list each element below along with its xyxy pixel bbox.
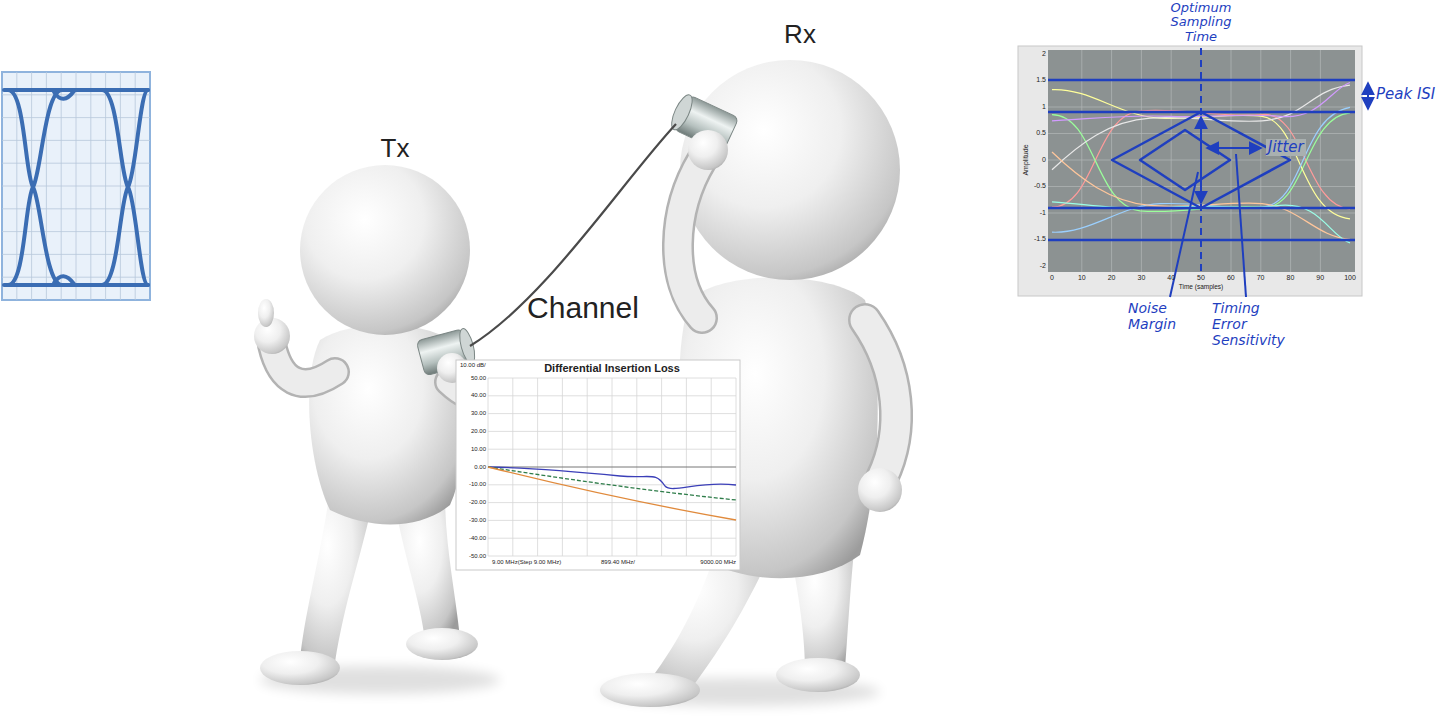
axis-tick-label: 40.00 <box>471 392 486 399</box>
axis-tick-label: 100 <box>1344 274 1356 282</box>
axis-label: 9000.00 MHz <box>700 559 736 566</box>
axis-tick-label: 1 <box>1042 103 1046 111</box>
phone-string <box>470 124 676 346</box>
clean-eye-diagram <box>2 72 150 300</box>
annotation: Noise Margin <box>1128 300 1192 332</box>
scale-label: 10.00 dB/ <box>460 362 486 369</box>
axis-tick-label: 50.00 <box>471 375 486 382</box>
annotated-eye-diagram <box>1018 46 1368 297</box>
axis-tick-label: 20.00 <box>471 428 486 435</box>
axis-tick-label: 0.5 <box>1036 129 1046 137</box>
axis-tick-label: 60 <box>1227 274 1235 282</box>
axis-tick-label: 10 <box>1078 274 1086 282</box>
plot-title: Differential Insertion Loss <box>544 362 680 375</box>
axis-tick-label: 40 <box>1167 274 1175 282</box>
axis-title: Time (samples) <box>1179 283 1224 290</box>
annotation: Timing Error Sensitivity <box>1212 300 1290 348</box>
axis-tick-label: 10.00 <box>471 446 486 453</box>
axis-tick-label: 0.00 <box>474 464 486 471</box>
insertion-loss-plot <box>456 360 740 570</box>
annotation: Peak ISI <box>1376 86 1435 103</box>
axis-tick-label: 30.00 <box>471 410 486 417</box>
axis-tick-label: -2 <box>1040 262 1046 270</box>
axis-tick-label: -30.00 <box>469 517 486 524</box>
axis-tick-label: -40.00 <box>469 535 486 542</box>
axis-tick-label: 20 <box>1108 274 1116 282</box>
axis-tick-label: -1.5 <box>1034 235 1046 243</box>
axis-tick-label: 1.5 <box>1036 76 1046 84</box>
axis-tick-label: 0 <box>1042 156 1046 164</box>
axis-label: 899.40 MHz/ <box>601 559 635 566</box>
axis-tick-label: 70 <box>1257 274 1265 282</box>
axis-tick-label: 2 <box>1042 50 1046 58</box>
axis-tick-label: 90 <box>1316 274 1324 282</box>
annotation: Jitter <box>1266 139 1306 156</box>
receiver-label: Rx <box>784 20 816 50</box>
axis-tick-label: -50.00 <box>469 553 486 560</box>
axis-tick-label: 0 <box>1050 274 1054 282</box>
axis-title: Amplitude <box>1022 144 1030 175</box>
axis-tick-label: 30 <box>1138 274 1146 282</box>
axis-tick-label: -0.5 <box>1034 182 1046 190</box>
transmitter-label: Tx <box>381 134 410 164</box>
annotation: Optimum Sampling Time <box>1164 1 1238 44</box>
axis-tick-label: -10.00 <box>469 481 486 488</box>
axis-label: 9.00 MHz(Step 9.00 MHz) <box>492 559 561 566</box>
axis-tick-label: -1 <box>1040 209 1046 217</box>
axis-tick-label: 50 <box>1197 274 1205 282</box>
axis-tick-label: -20.00 <box>469 499 486 506</box>
axis-tick-label: 80 <box>1287 274 1295 282</box>
channel-label: Channel <box>527 291 639 326</box>
